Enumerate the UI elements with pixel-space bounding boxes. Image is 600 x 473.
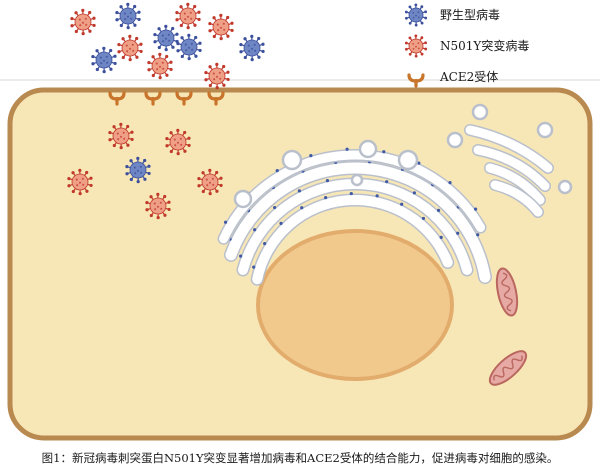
vesicle-8 xyxy=(233,189,253,209)
golgi-cisterna-2 xyxy=(473,145,550,191)
ace2-receptor-icon xyxy=(407,73,425,88)
virus-particles xyxy=(67,2,265,220)
vesicle-5 xyxy=(471,103,489,121)
mutant-virus-legend xyxy=(404,34,428,58)
mutant-virus-4 xyxy=(175,2,201,30)
vesicle-4 xyxy=(446,131,464,149)
legend: 野生型病毒 N501Y突变病毒 ACE2受体 xyxy=(404,3,529,88)
ribosome-dot xyxy=(421,216,426,221)
wild-type-virus-legend xyxy=(404,3,428,27)
vesicle-2 xyxy=(358,139,378,159)
ribosome-dot xyxy=(417,161,421,165)
mutant-virus-5 xyxy=(208,13,234,41)
wild-type-virus-3 xyxy=(153,24,179,52)
legend-label-receptor: ACE2受体 xyxy=(439,70,498,84)
wild-type-virus-6 xyxy=(239,34,265,62)
vesicle-3 xyxy=(397,149,419,171)
golgi-cisterna-1 xyxy=(465,125,553,173)
mitochondria-group xyxy=(488,267,528,386)
ribosome-dot xyxy=(309,153,313,158)
mutant-virus-icon xyxy=(404,34,428,58)
mutant-virus-11 xyxy=(204,62,230,90)
vesicle-9 xyxy=(350,173,364,187)
ribosome-dot xyxy=(239,254,243,258)
mutant-virus-17 xyxy=(145,192,171,220)
ribosome-dot xyxy=(349,191,353,196)
ribosome-dot xyxy=(223,220,228,224)
mutant-virus-13 xyxy=(165,128,191,156)
mutant-virus-1 xyxy=(70,8,96,36)
ribosome-dot xyxy=(345,147,349,151)
ribosome-dot xyxy=(252,265,256,269)
ribosome-dot xyxy=(412,191,416,195)
ribosome-dot xyxy=(275,168,279,173)
wild-type-virus-7 xyxy=(91,46,117,74)
legend-label-mutant: N501Y突变病毒 xyxy=(440,38,529,53)
ribosome-dot xyxy=(253,228,257,232)
vesicle-1 xyxy=(281,149,303,171)
ribosome-dot xyxy=(279,221,283,225)
ribosome-dot xyxy=(375,194,379,198)
ribosome-dot xyxy=(448,181,452,185)
ribosome-dot xyxy=(382,150,386,154)
mutant-virus-9 xyxy=(147,52,173,80)
ribosome-dot xyxy=(456,231,460,235)
ribosome-dot xyxy=(385,180,389,184)
ribosome-dot xyxy=(325,179,330,183)
legend-label-wild-type: 野生型病毒 xyxy=(440,7,500,22)
mutant-virus-12 xyxy=(108,122,134,150)
ace2-receptor-legend xyxy=(407,73,425,88)
ace2-receptor-3 xyxy=(175,91,193,106)
ribosome-dot xyxy=(476,233,480,237)
figure-caption: 图1：新冠病毒刺突蛋白N501Y突变显著增加病毒和ACE2受体的结合能力，促进病… xyxy=(42,451,559,465)
golgi-cisterna-4 xyxy=(490,180,543,217)
ace2-receptor-1 xyxy=(108,91,126,106)
ribosome-dot xyxy=(436,208,441,213)
ribosome-dot xyxy=(324,196,328,200)
nucleus xyxy=(256,229,454,381)
ace2-receptor-2 xyxy=(144,91,162,106)
mitochondrion-1 xyxy=(495,267,519,317)
vesicle-7 xyxy=(557,179,573,195)
mutant-virus-8 xyxy=(117,34,143,62)
wild-type-virus-2 xyxy=(115,2,141,30)
mutant-virus-16 xyxy=(197,168,223,196)
mitochondrion-2 xyxy=(488,350,528,386)
er-cisterna-3 xyxy=(252,195,453,285)
wild-type-virus-icon xyxy=(404,3,428,27)
er-cisterna-1 xyxy=(225,162,491,283)
ribosome-dot xyxy=(400,202,404,206)
ribosome-dot xyxy=(439,235,443,240)
ace2-receptor-4 xyxy=(207,91,225,106)
ribosome-dot xyxy=(297,189,301,193)
wild-type-virus-10 xyxy=(176,33,202,61)
ribosome-dot xyxy=(473,207,478,211)
ribosome-dot xyxy=(300,206,304,210)
golgi-cisterna-3 xyxy=(485,163,545,205)
vesicle-6 xyxy=(536,121,554,139)
wild-type-virus-14 xyxy=(125,156,151,184)
ribosome-dot xyxy=(273,205,277,210)
mutant-virus-15 xyxy=(67,168,93,196)
endoplasmic-reticulum xyxy=(217,103,573,286)
ribosome-dot xyxy=(263,241,267,246)
ace2-receptors xyxy=(108,91,225,106)
cell-interior xyxy=(217,103,573,386)
